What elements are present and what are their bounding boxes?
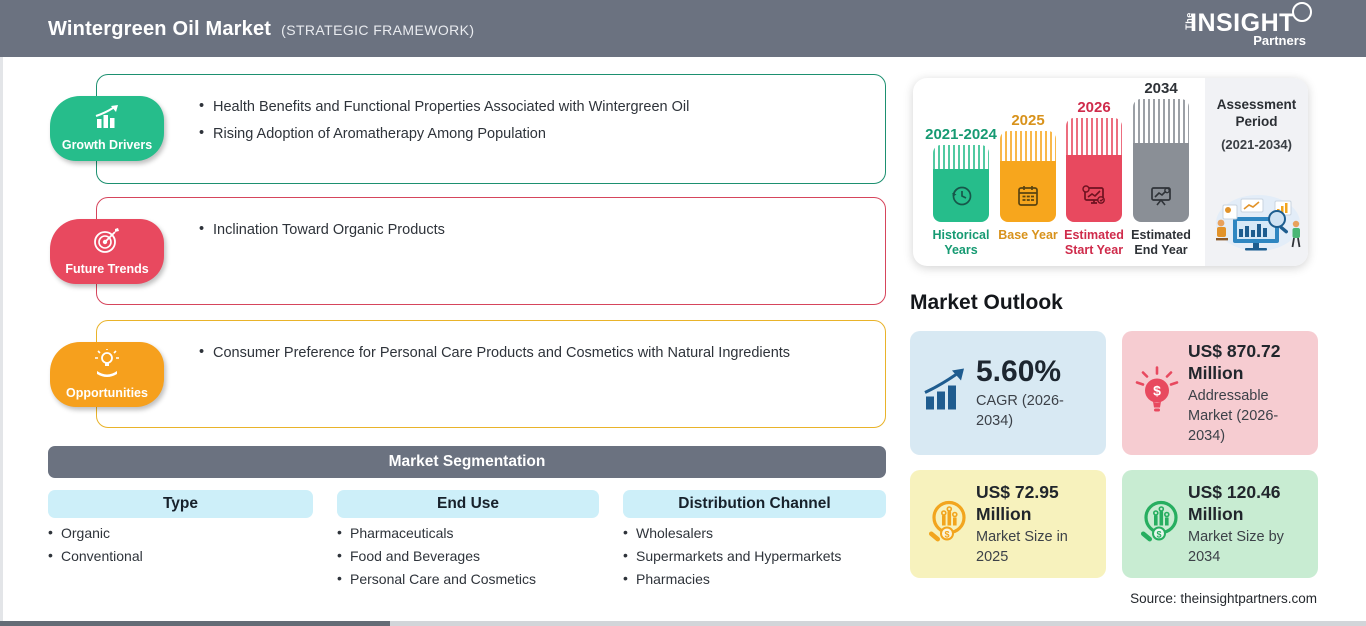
- distribution-channel-list: Wholesalers Supermarkets and Hypermarket…: [623, 524, 841, 594]
- list-item: Pharmacies: [623, 570, 841, 587]
- estimated-end-year-bar: [1133, 99, 1189, 222]
- list-item: Organic: [48, 524, 143, 541]
- market-segmentation-title: Market Segmentation: [388, 453, 546, 470]
- target-icon: [92, 227, 122, 260]
- market-segmentation-header: Market Segmentation: [48, 446, 886, 478]
- market-size-2025-card: $ US$ 72.95 Million Market Size in 2025: [910, 470, 1106, 578]
- svg-text:$: $: [944, 530, 949, 540]
- list-item: Pharmaceuticals: [337, 524, 536, 541]
- magnifier-lens-icon: [1292, 2, 1312, 22]
- bar-stripes: [1000, 131, 1056, 161]
- list-item: Consumer Preference for Personal Care Pr…: [199, 344, 861, 361]
- addressable-market-desc: Addressable Market (2026-2034): [1188, 388, 1279, 444]
- page-subtitle: (STRATEGIC FRAMEWORK): [281, 22, 475, 38]
- growth-drivers-box: Health Benefits and Functional Propertie…: [96, 74, 886, 184]
- cagr-desc: CAGR (2026-2034): [976, 393, 1064, 429]
- bar-body: [1066, 155, 1122, 222]
- market-size-2034-card: $ US$ 120.46 Million Market Size by 2034: [1122, 470, 1318, 578]
- list-item: Supermarkets and Hypermarkets: [623, 547, 841, 564]
- segment-header-type: Type: [48, 490, 313, 518]
- future-trends-list: Inclination Toward Organic Products: [199, 221, 861, 238]
- end-use-list: Pharmaceuticals Food and Beverages Perso…: [337, 524, 536, 594]
- presentation-board-icon: [1148, 184, 1174, 213]
- addressable-market-card: $ US$ 870.72 Million Addressable Market …: [1122, 331, 1318, 455]
- market-size-2034-desc: Market Size by 2034: [1188, 529, 1284, 565]
- list-item: Personal Care and Cosmetics: [337, 570, 536, 587]
- bottom-edge-light-segment: [390, 621, 1366, 626]
- bottom-edge-dark-segment: [0, 621, 390, 626]
- source-attribution: Source: theinsightpartners.com: [1130, 591, 1317, 606]
- bulb-dollar-icon: $: [1134, 365, 1180, 422]
- base-year-label: Base Year: [998, 228, 1058, 242]
- page-title: Wintergreen Oil Market: [48, 18, 272, 40]
- bulb-hand-icon: [91, 348, 123, 384]
- history-clock-icon: [948, 184, 974, 213]
- magnifier-chart-green-icon: $: [1134, 497, 1184, 552]
- analysts-illustration: [1211, 183, 1303, 258]
- bar-stripes: [1133, 99, 1189, 143]
- opportunities-label: Opportunities: [66, 386, 148, 400]
- list-item: Wholesalers: [623, 524, 841, 541]
- historical-years-value: 2021-2024: [925, 126, 997, 143]
- list-item: Rising Adoption of Aromatherapy Among Po…: [199, 125, 861, 142]
- calendar-icon: [1016, 184, 1040, 213]
- list-item: Food and Beverages: [337, 547, 536, 564]
- logo-partners-text: Partners: [1253, 33, 1306, 48]
- historical-years-label: Historical Years: [932, 228, 990, 257]
- estimated-end-year-label: Estimated End Year: [1131, 228, 1191, 257]
- segment-header-distribution-channel: Distribution Channel: [623, 490, 886, 518]
- growth-drivers-badge: Growth Drivers: [50, 96, 164, 161]
- opportunities-badge: Opportunities: [50, 342, 164, 407]
- opportunities-box: Consumer Preference for Personal Care Pr…: [96, 320, 886, 428]
- bar-body: [933, 169, 989, 222]
- addressable-market-value: US$ 870.72 Million: [1188, 341, 1281, 383]
- future-trends-box: Inclination Toward Organic Products: [96, 197, 886, 305]
- svg-text:$: $: [1153, 383, 1161, 399]
- historical-years-bar: [933, 145, 989, 222]
- growth-chart-icon: [90, 105, 124, 136]
- timeline-card: 2021-2024 2025 2026 2034: [913, 78, 1308, 266]
- estimated-start-year-bar: [1066, 118, 1122, 222]
- base-year-bar: [1000, 131, 1056, 222]
- segment-header-end-use: End Use: [337, 490, 599, 518]
- list-item: Health Benefits and Functional Propertie…: [199, 98, 861, 115]
- market-size-2025-value: US$ 72.95 Million: [976, 482, 1059, 524]
- market-size-2034-value: US$ 120.46 Million: [1188, 482, 1281, 524]
- future-trends-badge: Future Trends: [50, 219, 164, 284]
- header-bar: Wintergreen Oil Market (STRATEGIC FRAMEW…: [0, 0, 1366, 57]
- future-trends-label: Future Trends: [65, 262, 149, 276]
- assessment-period-title: Assessment Period: [1216, 97, 1297, 129]
- assessment-period-panel: Assessment Period (2021-2034): [1205, 78, 1308, 266]
- type-list: Organic Conventional: [48, 524, 143, 571]
- list-item: Conventional: [48, 547, 143, 564]
- bar-body: [1000, 161, 1056, 222]
- base-year-value: 2025: [1011, 112, 1045, 129]
- estimated-end-year-value: 2034: [1144, 80, 1178, 97]
- logo-insight-text: INSIGHT: [1190, 9, 1295, 37]
- bar-body: [1133, 143, 1189, 222]
- growth-drivers-list: Health Benefits and Functional Propertie…: [199, 98, 861, 142]
- cagr-value: 5.60%: [976, 355, 1062, 388]
- assessment-period-range: (2021-2034): [1221, 137, 1292, 152]
- svg-text:$: $: [1156, 530, 1161, 540]
- growth-drivers-label: Growth Drivers: [61, 138, 153, 152]
- opportunities-list: Consumer Preference for Personal Care Pr…: [199, 344, 861, 361]
- cagr-chart-icon: [922, 368, 970, 418]
- bar-stripes: [1066, 118, 1122, 155]
- forecast-monitor-icon: [1080, 184, 1108, 213]
- market-outlook-title: Market Outlook: [910, 291, 1063, 314]
- estimated-start-year-value: 2026: [1077, 99, 1111, 116]
- magnifier-chart-orange-icon: $: [922, 497, 972, 552]
- brand-logo: The INSIGHT Partners: [1182, 2, 1312, 49]
- list-item: Inclination Toward Organic Products: [199, 221, 861, 238]
- market-size-2025-desc: Market Size in 2025: [976, 529, 1068, 565]
- estimated-start-year-label: Estimated Start Year: [1064, 228, 1124, 257]
- page-left-edge: [0, 57, 3, 621]
- cagr-card: 5.60% CAGR (2026-2034): [910, 331, 1106, 455]
- bar-stripes: [933, 145, 989, 169]
